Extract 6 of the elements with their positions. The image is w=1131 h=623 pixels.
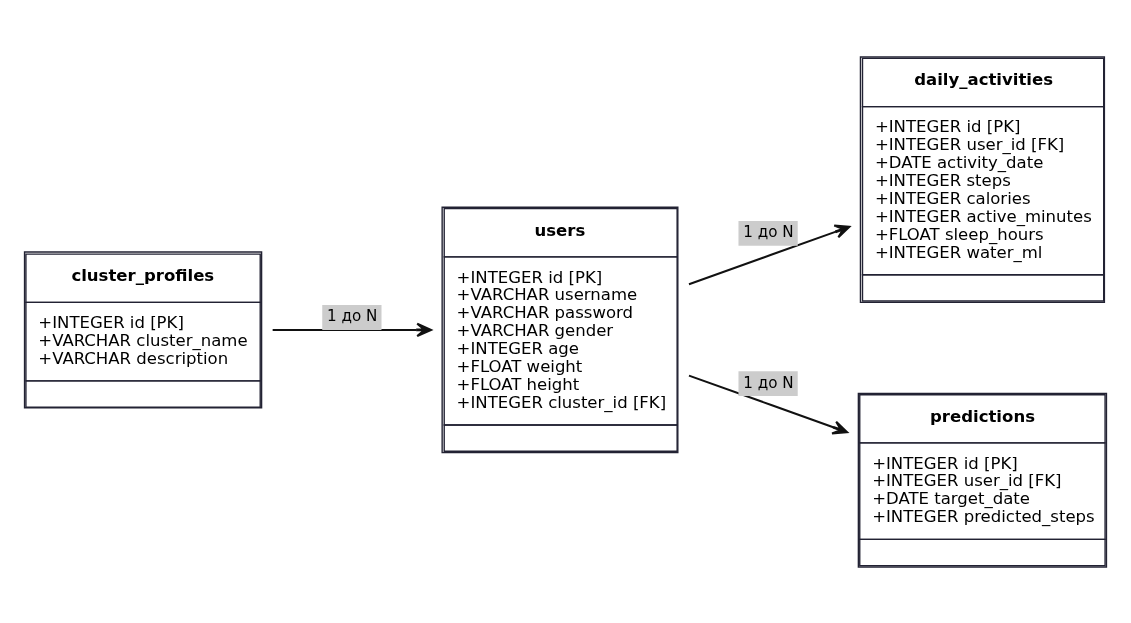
edge-label: 1 до N	[743, 373, 794, 392]
edge-label: 1 до N	[743, 222, 794, 241]
edge-label: 1 до N	[327, 306, 378, 325]
arrow	[688, 224, 851, 285]
arrow	[272, 322, 433, 337]
arrow	[688, 374, 849, 434]
